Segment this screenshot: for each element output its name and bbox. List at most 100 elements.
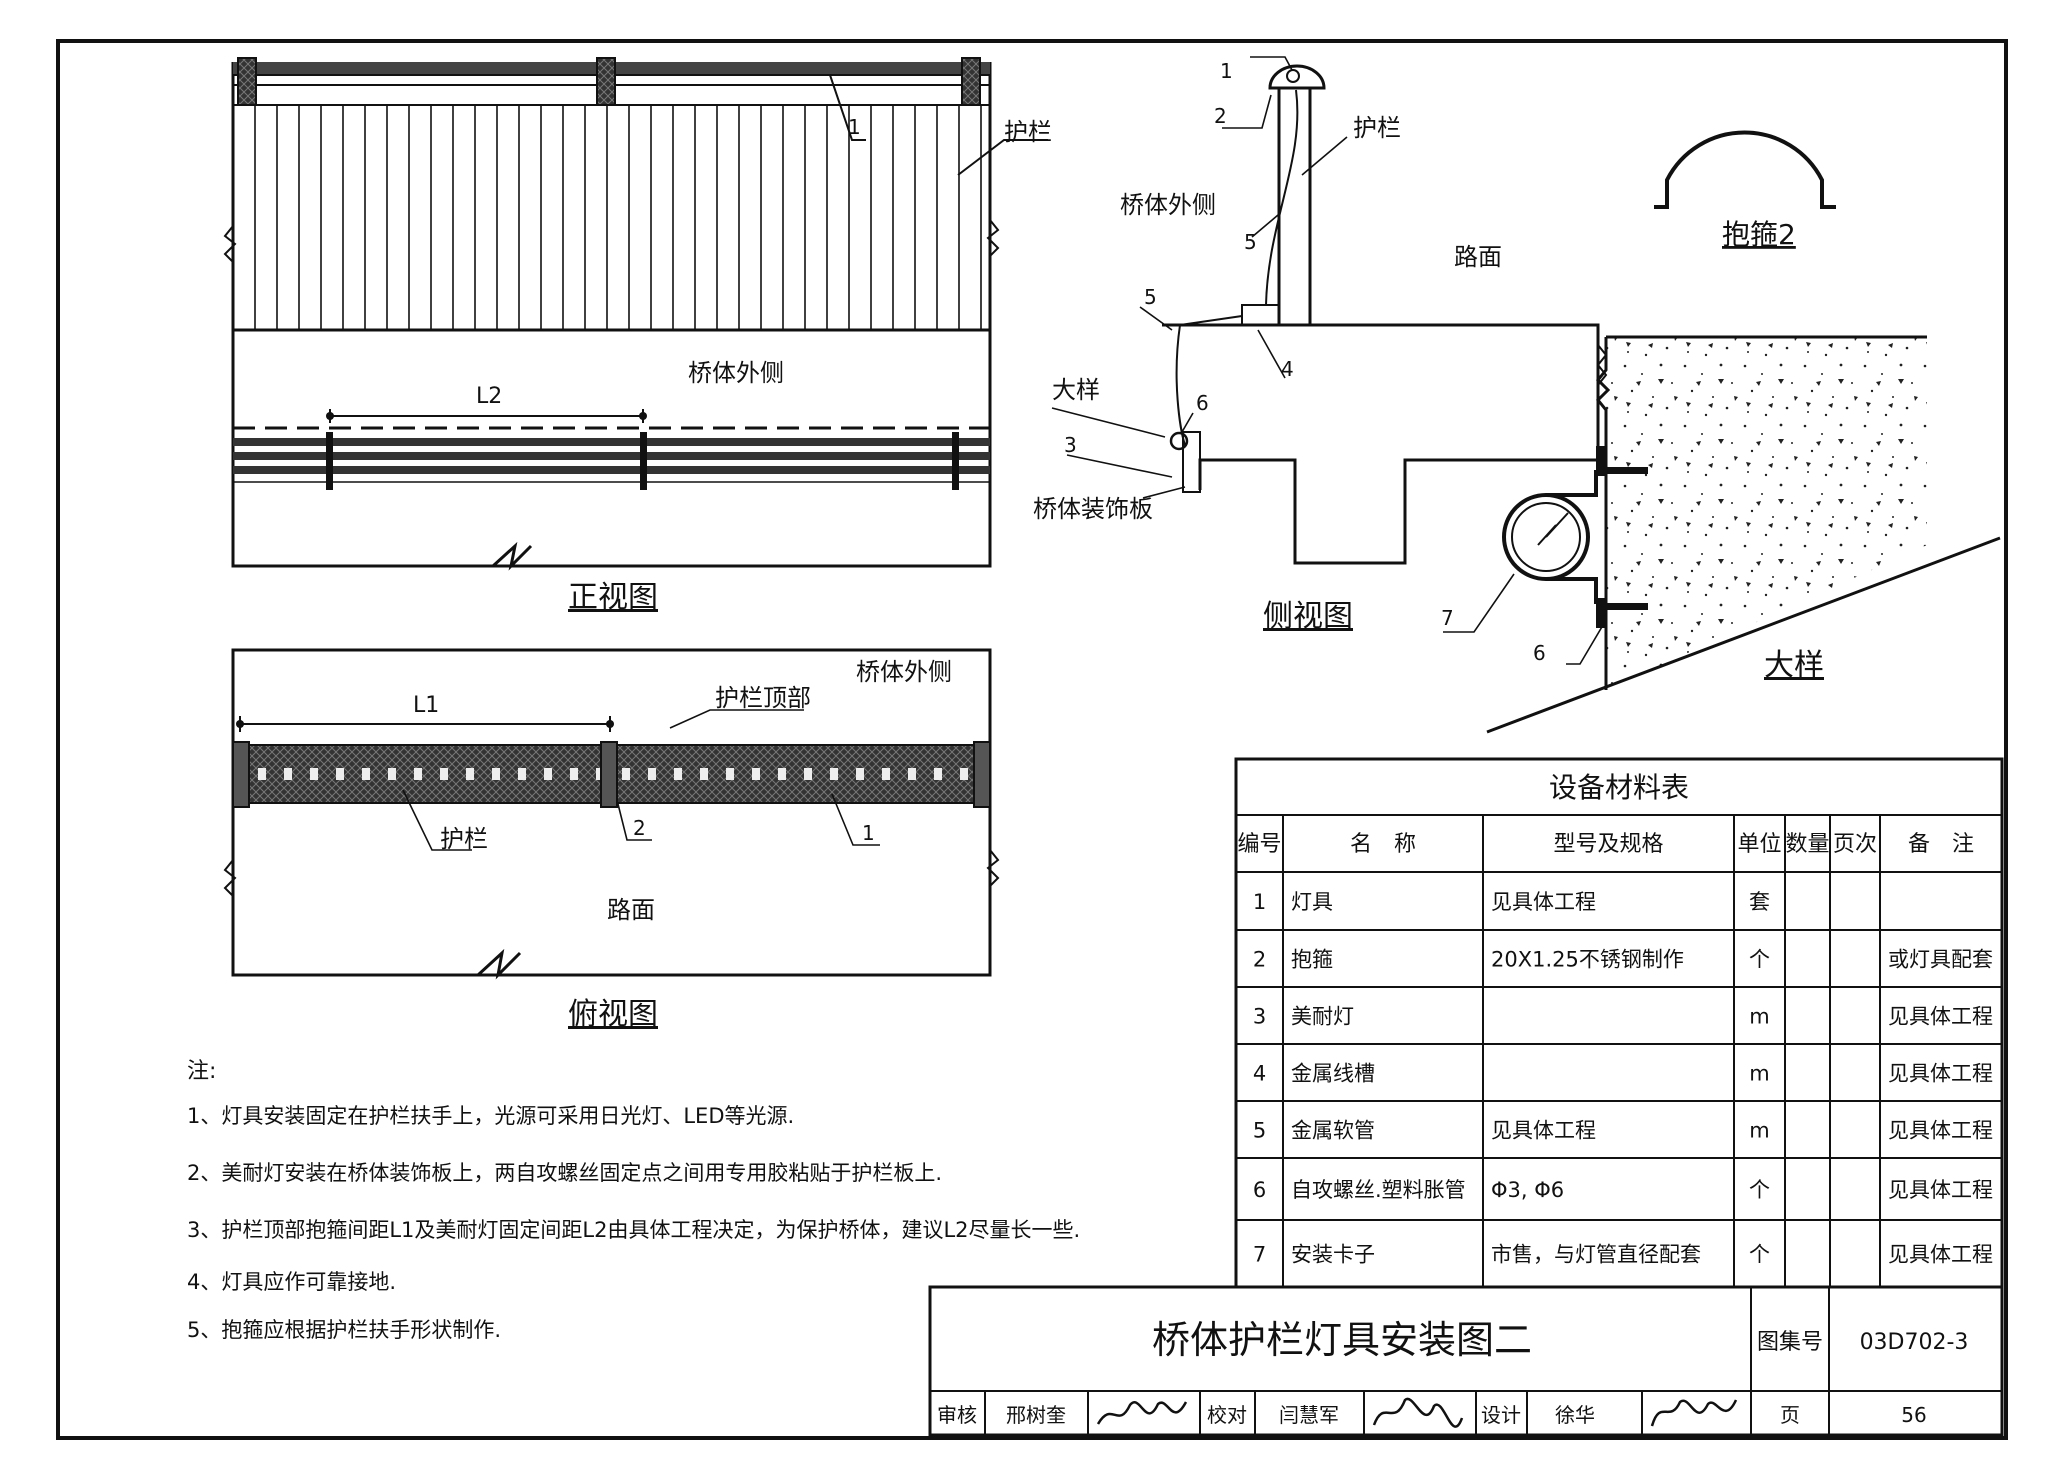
table-cell: 安装卡子 <box>1291 1243 1375 1267</box>
top-view <box>223 648 1000 980</box>
side-callout-2: 2 <box>1214 104 1227 128</box>
table-cell: 4 <box>1253 1062 1266 1086</box>
drawing-title: 桥体护栏灯具安装图二 <box>1152 1318 1532 1362</box>
side-callout-4: 4 <box>1281 357 1294 381</box>
check-name: 闫慧军 <box>1279 1403 1339 1427</box>
front-callout-1: 1 <box>848 115 861 139</box>
top-railing-label: 护栏 <box>440 825 488 853</box>
side-deco-panel-label: 桥体装饰板 <box>1033 495 1153 523</box>
table-cell: 1 <box>1253 890 1266 914</box>
table-cell: 金属线槽 <box>1291 1062 1375 1086</box>
top-callout-2: 2 <box>633 816 646 840</box>
side-callout-5a: 5 <box>1244 230 1257 254</box>
table-cell: 自攻螺丝.塑料胀管 <box>1291 1178 1466 1202</box>
table-cell: 见具体工程 <box>1888 1178 1993 1202</box>
page-number: 56 <box>1901 1403 1926 1427</box>
table-cell: m <box>1749 1119 1769 1143</box>
side-view <box>1051 56 1608 565</box>
top-callout-1: 1 <box>862 821 875 845</box>
design-signature <box>1650 1399 1738 1427</box>
table-cell: 个 <box>1749 1243 1770 1267</box>
notes-heading: 注: <box>187 1059 216 1084</box>
table-cell: 套 <box>1749 890 1770 914</box>
front-railing-label: 护栏 <box>1004 118 1052 146</box>
top-l1-dimension: L1 <box>413 693 439 718</box>
large-detail <box>1443 335 2001 734</box>
review-label: 审核 <box>937 1403 977 1427</box>
hoop-2-caption: 抱箍2 <box>1722 218 1796 251</box>
table-cell: 见具体工程 <box>1888 1005 1993 1029</box>
front-l2-dimension: L2 <box>476 384 502 409</box>
table-header-cell: 数量 <box>1785 832 1829 857</box>
detail-callout-6: 6 <box>1533 641 1546 665</box>
table-cell: 抱箍 <box>1291 948 1333 972</box>
table-cell: 见具体工程 <box>1888 1062 1993 1086</box>
top-road-label: 路面 <box>607 896 655 924</box>
atlas-label: 图集号 <box>1757 1330 1823 1355</box>
large-detail-caption: 大样 <box>1764 648 1824 683</box>
table-cell: 见具体工程 <box>1888 1119 1993 1143</box>
front-view-caption: 正视图 <box>568 580 658 615</box>
side-callout-5b: 5 <box>1144 285 1157 309</box>
side-callout-3: 3 <box>1064 433 1077 457</box>
table-cell: m <box>1749 1062 1769 1086</box>
title-block: 桥体护栏灯具安装图二 图集号 03D702-3 审核 邢树奎 校对 闫慧军 设计… <box>928 1285 2004 1437</box>
check-label: 校对 <box>1207 1403 1247 1427</box>
side-callout-6: 6 <box>1196 391 1209 415</box>
table-header-cell: 编号 <box>1237 832 1281 857</box>
table-cell: 20X1.25不锈钢制作 <box>1491 948 1684 972</box>
table-cell: 见具体工程 <box>1491 890 1596 914</box>
check-signature <box>1372 1397 1464 1428</box>
side-railing-label: 护栏 <box>1353 114 1401 142</box>
table-title: 设备材料表 <box>1549 771 1689 804</box>
table-cell: 个 <box>1749 948 1770 972</box>
table-cell: 2 <box>1253 948 1266 972</box>
table-cell: 金属软管 <box>1291 1119 1375 1143</box>
table-cell: Φ3, Φ6 <box>1491 1178 1564 1202</box>
table-cell: 灯具 <box>1291 890 1333 914</box>
table-header-cell: 页次 <box>1833 832 1877 857</box>
front-view <box>223 57 1048 571</box>
atlas-number: 03D702-3 <box>1860 1330 1969 1355</box>
note-5: 5、抱箍应根据护栏扶手形状制作. <box>187 1318 501 1342</box>
top-railing-top-label: 护栏顶部 <box>715 684 811 712</box>
side-road-label: 路面 <box>1454 243 1502 271</box>
table-cell: 美耐灯 <box>1291 1005 1354 1029</box>
detail-callout-7: 7 <box>1441 606 1454 630</box>
note-2: 2、美耐灯安装在桥体装饰板上，两自攻螺丝固定点之间用专用胶粘贴于护栏板上. <box>187 1161 942 1185</box>
side-bridge-outer-label: 桥体外侧 <box>1120 191 1216 219</box>
sheet-border <box>56 39 2008 1440</box>
side-callout-1: 1 <box>1220 59 1233 83</box>
table-cell: 5 <box>1253 1119 1266 1143</box>
review-name: 邢树奎 <box>1006 1403 1066 1427</box>
table-cell: 个 <box>1749 1178 1770 1202</box>
note-1: 1、灯具安装固定在护栏扶手上，光源可采用日光灯、LED等光源. <box>187 1104 794 1128</box>
side-detail-label: 大样 <box>1052 376 1100 404</box>
front-bridge-outer-label: 桥体外侧 <box>688 359 784 387</box>
design-name: 徐华 <box>1555 1403 1595 1427</box>
table-header-cell: 型号及规格 <box>1553 832 1663 857</box>
top-view-caption: 俯视图 <box>568 997 658 1032</box>
notes: 注: 1、灯具安装固定在护栏扶手上，光源可采用日光灯、LED等光源. 2、美耐灯… <box>187 1059 1080 1342</box>
table-cell: 见具体工程 <box>1491 1119 1596 1143</box>
design-label: 设计 <box>1481 1403 1521 1427</box>
table-cell: 7 <box>1253 1243 1266 1267</box>
table-cell: 3 <box>1253 1005 1266 1029</box>
table-cell: 或灯具配套 <box>1888 948 1993 972</box>
table-header-cell: 单位 <box>1737 832 1781 857</box>
top-bridge-outer-label: 桥体外侧 <box>856 658 952 686</box>
hoop-2-shape <box>1654 130 1836 209</box>
table-header-cell: 备 注 <box>1908 832 1974 857</box>
note-4: 4、灯具应作可靠接地. <box>187 1270 396 1294</box>
table-cell: 市售，与灯管直径配套 <box>1491 1243 1701 1267</box>
table-cell: 见具体工程 <box>1888 1243 1993 1267</box>
page-label: 页 <box>1780 1403 1800 1427</box>
note-3: 3、护栏顶部抱箍间距L1及美耐灯固定间距L2由具体工程决定，为保护桥体，建议L2… <box>187 1218 1080 1242</box>
table-cell: 6 <box>1253 1178 1266 1202</box>
table-header-cell: 名 称 <box>1350 832 1416 857</box>
side-view-caption: 侧视图 <box>1263 599 1353 634</box>
review-signature <box>1096 1401 1188 1425</box>
table-cell: m <box>1749 1005 1769 1029</box>
